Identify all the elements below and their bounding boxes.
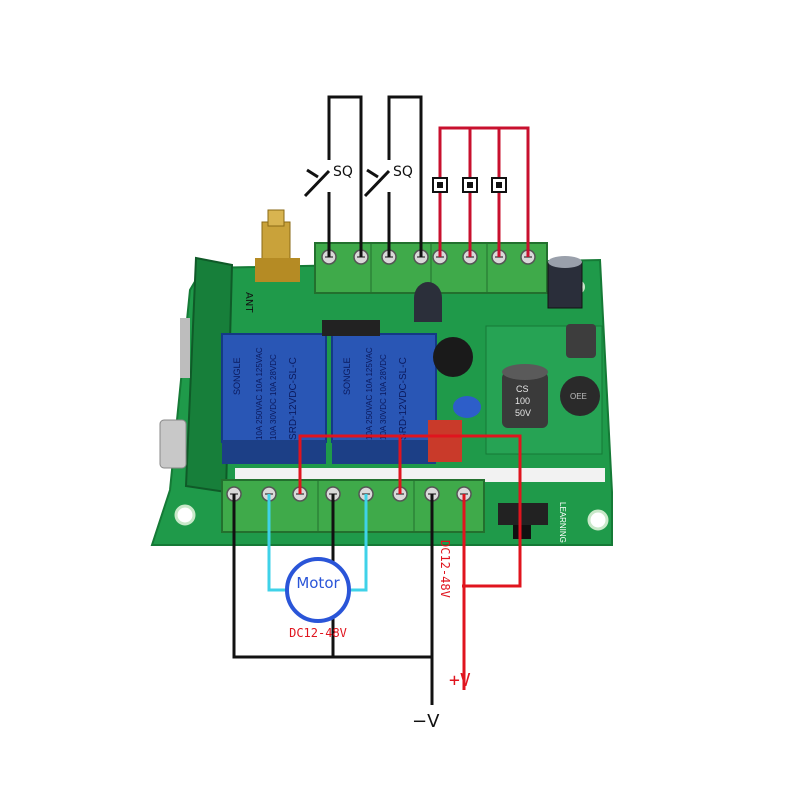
ic-chip — [322, 320, 380, 336]
relay-2: SONGLE 10A 250VAC 10A 125VAC 10A 30VDC 1… — [331, 333, 437, 464]
push-buttons — [432, 177, 507, 193]
capacitor — [547, 261, 583, 309]
relay-1: SONGLE 10A 250VAC 10A 125VAC 10A 30VDC 1… — [221, 333, 327, 464]
relay-1-model: SRD-12VDC-SL-C — [288, 357, 299, 440]
limit-switch-2-label: SQ — [393, 164, 413, 180]
motor-wiring — [267, 494, 368, 592]
ceramic-capacitor — [453, 396, 481, 418]
fuse — [428, 420, 462, 462]
crystal — [159, 419, 187, 469]
limit-switch-1 — [303, 169, 331, 198]
capacitor — [566, 324, 596, 358]
capacitor-cs100 — [502, 372, 548, 428]
board-components: CS 100 50V OEE LEARNING — [322, 256, 603, 543]
relay-1-line1: 10A 250VAC 10A 125VAC — [255, 347, 264, 440]
positive-terminal-label: +V — [449, 670, 471, 691]
push-button-wiring — [438, 126, 530, 257]
negative-terminal-label: −V — [412, 711, 440, 732]
red-jumper-wiring — [298, 434, 522, 690]
limit-switch-1-label: SQ — [333, 164, 353, 180]
learning-button — [498, 503, 548, 525]
capacitor-label-cs: CS — [516, 384, 529, 394]
relay-2-line1: 10A 250VAC 10A 125VAC — [365, 347, 374, 440]
capacitor — [414, 298, 442, 322]
inductor — [560, 376, 600, 416]
motor-voltage: DC12-48V — [289, 626, 347, 640]
limit-switch-2 — [363, 169, 391, 198]
motor: Motor DC12-48V — [285, 557, 351, 640]
bottom-terminal-block — [221, 479, 485, 533]
capacitor-label-value: 100 — [515, 396, 530, 406]
learning-label: LEARNING — [558, 502, 567, 543]
mounting-hole — [174, 504, 196, 526]
motor-label: Motor — [296, 574, 340, 592]
limit-switch-wiring — [303, 95, 423, 257]
antenna-connector: ANT — [243, 209, 300, 313]
relay-2-line2: 10A 30VDC 10A 28VDC — [379, 354, 388, 440]
mounting-hole — [587, 509, 609, 531]
relay-1-brand: SONGLE — [232, 357, 242, 395]
buzzer — [433, 337, 473, 377]
inductor-label: OEE — [570, 392, 587, 401]
relay-1-line2: 10A 30VDC 10A 28VDC — [269, 354, 278, 440]
supply-voltage: DC12-48V — [438, 540, 452, 598]
capacitor-label-voltage: 50V — [515, 408, 531, 418]
motor-circle — [285, 557, 351, 623]
relay-2-model: SRD-12VDC-SL-C — [398, 357, 409, 440]
antenna-label: ANT — [243, 292, 254, 313]
relay-2-brand: SONGLE — [342, 357, 352, 395]
